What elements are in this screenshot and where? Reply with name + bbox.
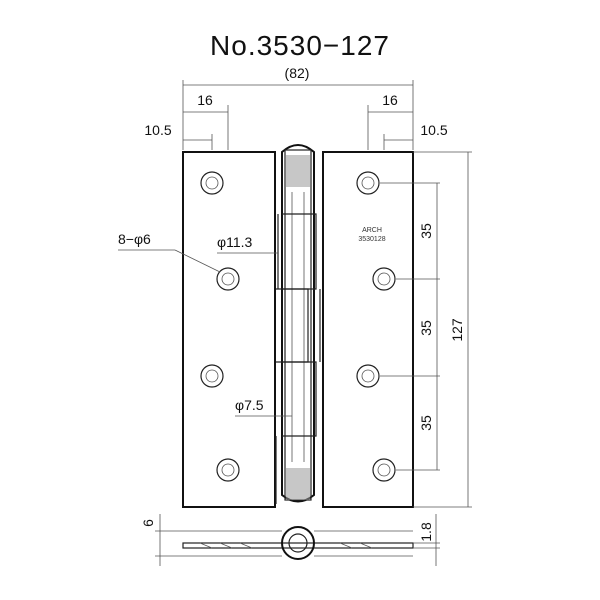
dim-pin-diameter: φ7.5 (235, 397, 264, 413)
hole (356, 171, 380, 195)
dim-knuckle-offset-right: 16 (382, 92, 398, 108)
hole (200, 171, 224, 195)
hole (372, 458, 396, 482)
mounting-holes (200, 171, 396, 482)
dim-edge-right: 10.5 (420, 122, 447, 138)
end-view (182, 526, 414, 560)
brand-mark: ARCH (362, 227, 382, 234)
hole (356, 364, 380, 388)
dim-overall-width: (82) (285, 65, 310, 81)
dim-edge-left: 10.5 (144, 122, 171, 138)
hole (200, 364, 224, 388)
knuckle-assembly (275, 144, 321, 504)
dim-pitch-1: 35 (418, 223, 434, 239)
brand-sub: 3530128 (358, 236, 385, 243)
hole (216, 458, 240, 482)
dim-knuckle-offset-left: 16 (197, 92, 213, 108)
left-leaf (182, 151, 276, 508)
dim-thickness: 6 (140, 519, 156, 527)
dim-pitch-3: 35 (418, 415, 434, 431)
dim-leaf-thickness: 1.8 (418, 522, 434, 542)
dim-pitch-2: 35 (418, 320, 434, 336)
dim-knuckle-diameter: φ11.3 (217, 234, 253, 250)
right-leaf (322, 151, 414, 508)
hole (372, 267, 396, 291)
dim-holes: 8−φ6 (118, 231, 151, 247)
dim-height: 127 (449, 318, 465, 342)
hole (216, 267, 240, 291)
drawing-title: No.3530−127 (210, 30, 390, 61)
